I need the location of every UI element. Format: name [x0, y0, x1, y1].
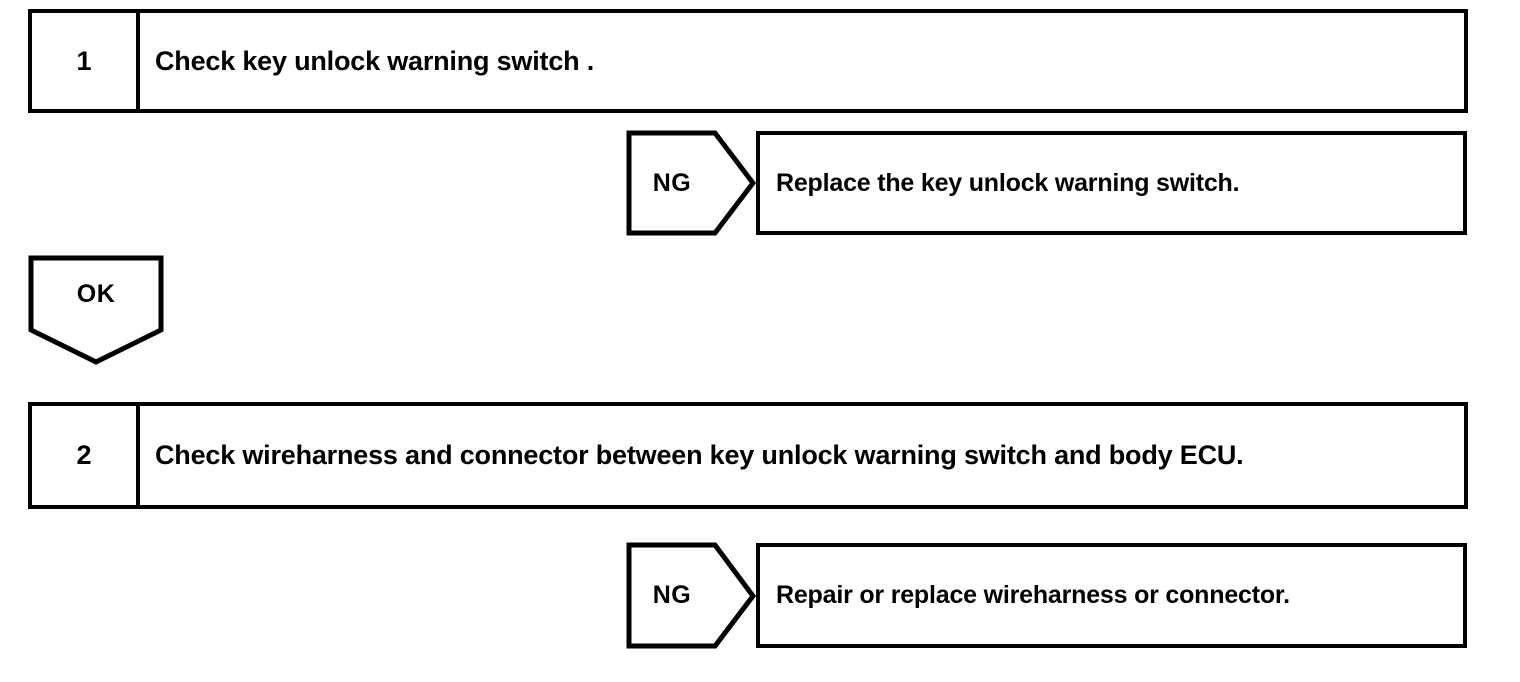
branch-ng-arrow-2: NG — [626, 542, 756, 649]
branch-ng-action-text-1: Replace the key unlock warning switch. — [776, 168, 1240, 197]
step-1-number: 1 — [32, 13, 140, 109]
step-2-number: 2 — [32, 406, 140, 505]
branch-ng-action-box-1: Replace the key unlock warning switch. — [756, 131, 1467, 235]
branch-ok-arrow: OK — [28, 255, 164, 365]
branch-ng-action-box-2: Repair or replace wireharness or connect… — [756, 543, 1467, 648]
step-1-instruction: Check key unlock warning switch . — [155, 45, 595, 76]
step-1-box: 1 Check key unlock warning switch . — [28, 9, 1468, 113]
step-2-box: 2 Check wireharness and connector betwee… — [28, 402, 1468, 509]
branch-ng-action-text-2: Repair or replace wireharness or connect… — [776, 581, 1290, 609]
pentagon-right-shape — [626, 542, 756, 649]
pentagon-down-shape — [28, 255, 164, 365]
pentagon-right-shape — [626, 130, 756, 236]
branch-ng-label-2: NG — [652, 581, 692, 609]
branch-ng-arrow-1: NG — [626, 130, 756, 236]
branch-ng-label-1: NG — [652, 168, 692, 197]
branch-ok-label: OK — [76, 279, 116, 308]
step-2-instruction: Check wireharness and connector between … — [155, 440, 1244, 471]
